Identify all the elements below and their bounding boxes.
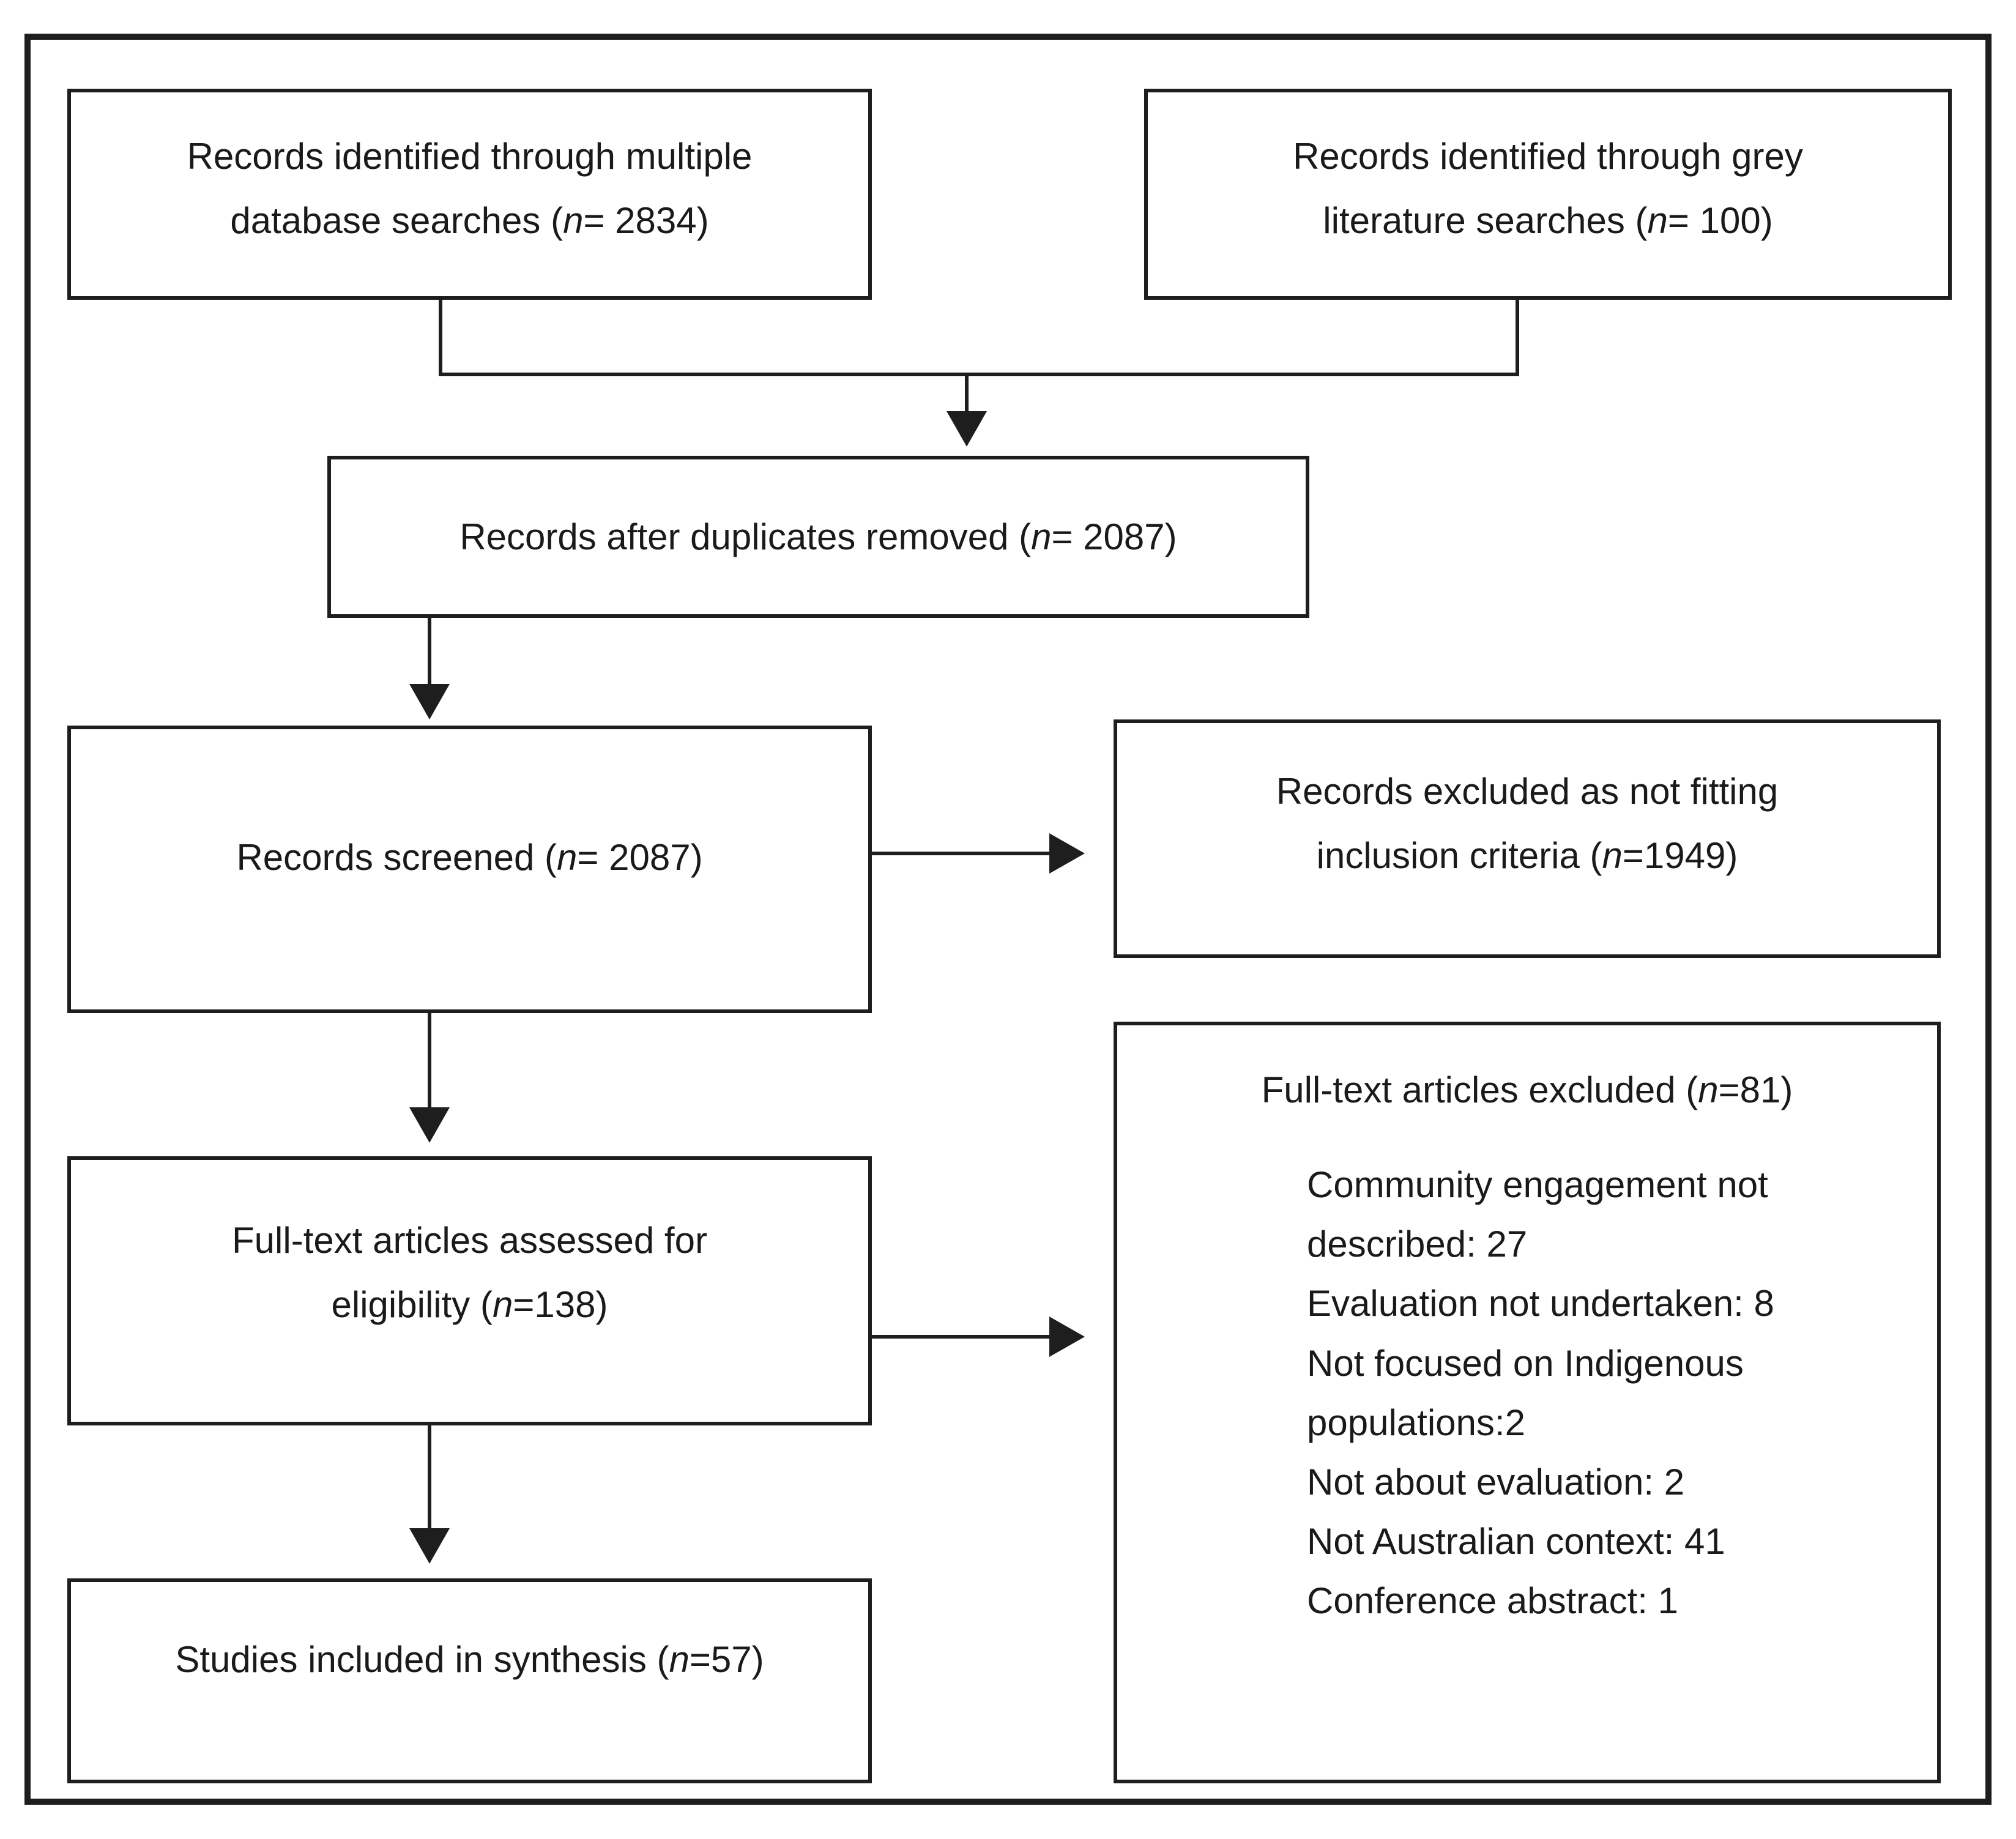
box-records-screened: Records screened (n= 2087)	[67, 726, 872, 1013]
outer-border	[24, 34, 1992, 1805]
excluded-reason: Community engagement not described: 27	[1307, 1164, 1768, 1265]
box-title-line: Full-text articles excluded (n=81)	[1261, 1069, 1793, 1110]
box-records-identified-database: Records identified through multiple data…	[67, 89, 872, 300]
box-text-line: eligibility (n=138)	[331, 1284, 608, 1325]
box-text-line: literature searches (n= 100)	[1323, 199, 1773, 241]
box-text-line: Full-text articles assessed for	[232, 1220, 707, 1261]
box-fulltext-excluded: Full-text articles excluded (n=81) Commu…	[1114, 1022, 1941, 1783]
arrow-duplicates-to-screened-head	[409, 684, 450, 719]
box-fulltext-assessed: Full-text articles assessed for eligibil…	[67, 1156, 872, 1425]
arrow-fulltext-to-included-head	[409, 1528, 450, 1564]
box-records-excluded: Records excluded as not fitting inclusio…	[1114, 719, 1941, 958]
box-text-line: Records after duplicates removed (n= 208…	[459, 516, 1177, 557]
box-text-line: Records screened (n= 2087)	[236, 836, 703, 878]
box-records-after-duplicates-removed: Records after duplicates removed (n= 208…	[327, 456, 1309, 618]
box-text-line: Records excluded as not fitting	[1276, 771, 1779, 812]
box-studies-included: Studies included in synthesis (n=57)	[67, 1578, 872, 1783]
box-text-line: inclusion criteria (n=1949)	[1316, 835, 1738, 876]
excluded-reasons-list: Community engagement not described: 27 Ev…	[1307, 1155, 1882, 1631]
arrow-fulltext-to-excluded-head	[1049, 1317, 1085, 1357]
excluded-reason: Evaluation not undertaken: 8	[1307, 1283, 1774, 1324]
box-records-identified-grey-literature: Records identified through grey literatu…	[1144, 89, 1952, 300]
excluded-reason: Not focused on Indigenous populations:2	[1307, 1342, 1744, 1443]
arrow-merge-to-duplicates-head	[947, 411, 987, 447]
box-text-line: Records identified through grey	[1293, 135, 1803, 177]
arrow-screened-to-excluded-head	[1049, 833, 1085, 874]
box-text-line: Records identified through multiple	[187, 135, 753, 177]
excluded-reason: Not Australian context: 41	[1307, 1521, 1725, 1562]
excluded-reason: Conference abstract: 1	[1307, 1580, 1679, 1622]
arrow-screened-to-fulltext-head	[409, 1107, 450, 1143]
connector-top-elbow	[439, 299, 1519, 376]
box-text-line: database searches (n= 2834)	[230, 199, 709, 241]
excluded-reason: Not about evaluation: 2	[1307, 1461, 1685, 1503]
box-text-line: Studies included in synthesis (n=57)	[175, 1639, 764, 1680]
